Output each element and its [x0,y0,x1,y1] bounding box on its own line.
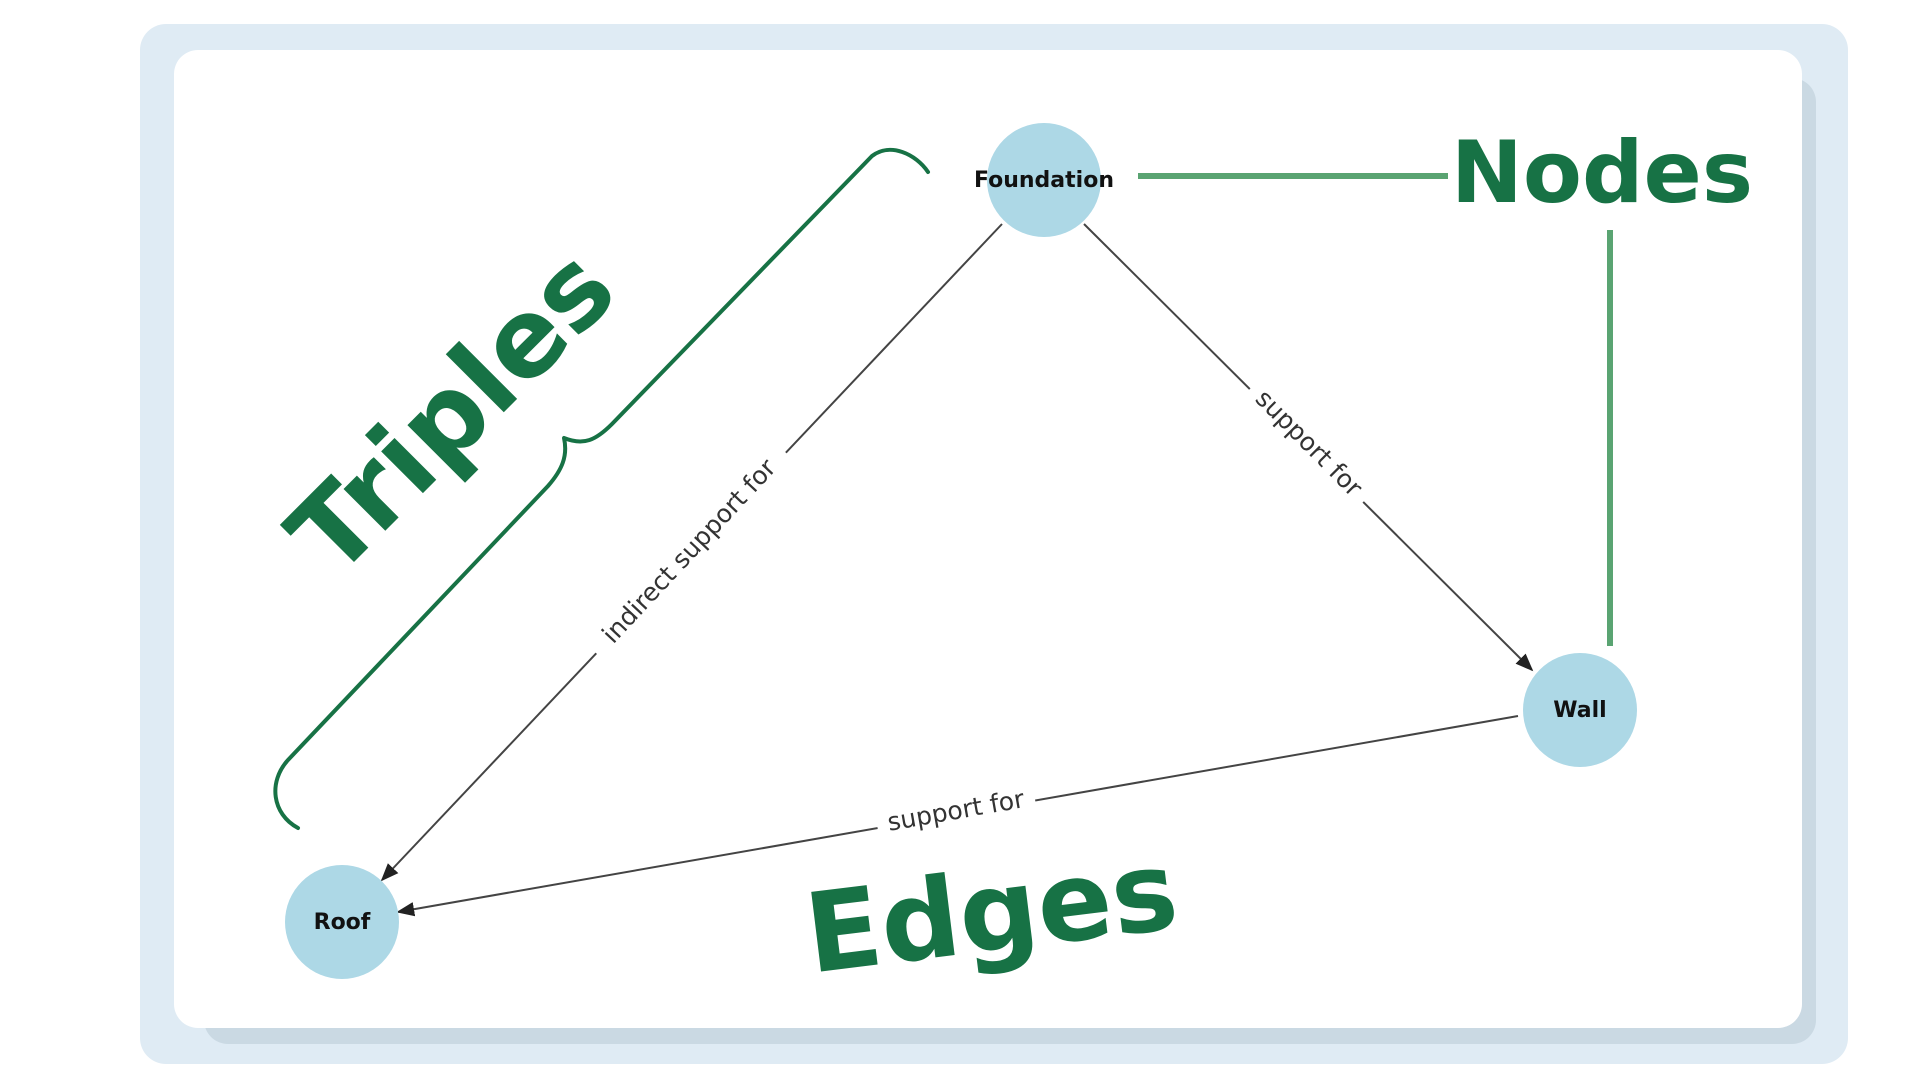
node-roof [285,865,399,979]
diagram-card [174,50,1802,1028]
node-foundation [987,123,1101,237]
triples-brace [273,147,930,830]
node-label-foundation: Foundation [974,168,1114,193]
node-label-roof: Roof [314,910,371,935]
node-wall [1523,653,1637,767]
node-label-wall: Wall [1553,698,1606,723]
callout-nodes: Nodes [1451,123,1753,223]
